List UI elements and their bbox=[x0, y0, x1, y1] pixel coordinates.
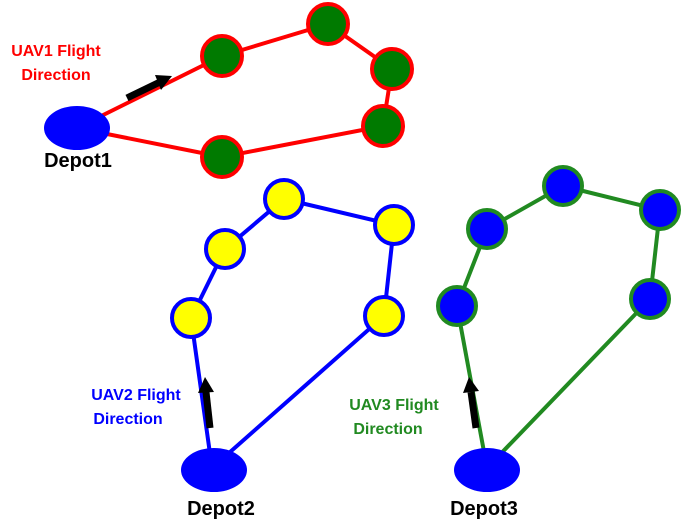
uav1-route-group: UAV1 Flight Direction Depot1 bbox=[11, 2, 414, 179]
uav1-direction-label-line1: UAV1 Flight bbox=[11, 43, 101, 60]
uav3-route-group: UAV3 Flight Direction Depot3 bbox=[349, 165, 681, 520]
uav1-waypoint bbox=[361, 104, 405, 148]
uav1-direction-arrow bbox=[125, 75, 172, 102]
uav3-waypoint bbox=[436, 285, 478, 327]
uav2-waypoint bbox=[373, 204, 415, 246]
depot2-node bbox=[181, 448, 247, 492]
uav1-direction-label-line2: Direction bbox=[21, 67, 90, 84]
depot3-node bbox=[454, 448, 520, 492]
uav2-direction-label-line1: UAV2 Flight bbox=[91, 387, 181, 404]
uav3-waypoint bbox=[542, 165, 584, 207]
depot1-label: Depot1 bbox=[44, 150, 112, 172]
uav2-waypoint bbox=[170, 297, 212, 339]
uav3-waypoint bbox=[466, 208, 508, 250]
uav2-route-group: UAV2 Flight Direction Depot2 bbox=[91, 178, 415, 520]
uav1-waypoint bbox=[370, 47, 414, 91]
uav3-direction-arrow bbox=[463, 377, 480, 429]
uav3-direction-label-line1: UAV3 Flight bbox=[349, 397, 439, 414]
depot3-label: Depot3 bbox=[450, 498, 518, 520]
uav3-waypoint bbox=[639, 189, 681, 231]
uav1-waypoint bbox=[200, 34, 244, 78]
uav2-direction-arrow bbox=[198, 377, 214, 429]
uav1-waypoint bbox=[200, 135, 244, 179]
depot2-label: Depot2 bbox=[187, 498, 255, 520]
uav2-direction-label-line2: Direction bbox=[93, 411, 162, 428]
depot1-node bbox=[44, 106, 110, 150]
uav1-waypoint bbox=[306, 2, 350, 46]
uav2-waypoint bbox=[204, 228, 246, 270]
uav2-waypoint bbox=[263, 178, 305, 220]
uav3-direction-label-line2: Direction bbox=[353, 421, 422, 438]
uav3-waypoint bbox=[629, 278, 671, 320]
uav2-waypoint bbox=[363, 295, 405, 337]
